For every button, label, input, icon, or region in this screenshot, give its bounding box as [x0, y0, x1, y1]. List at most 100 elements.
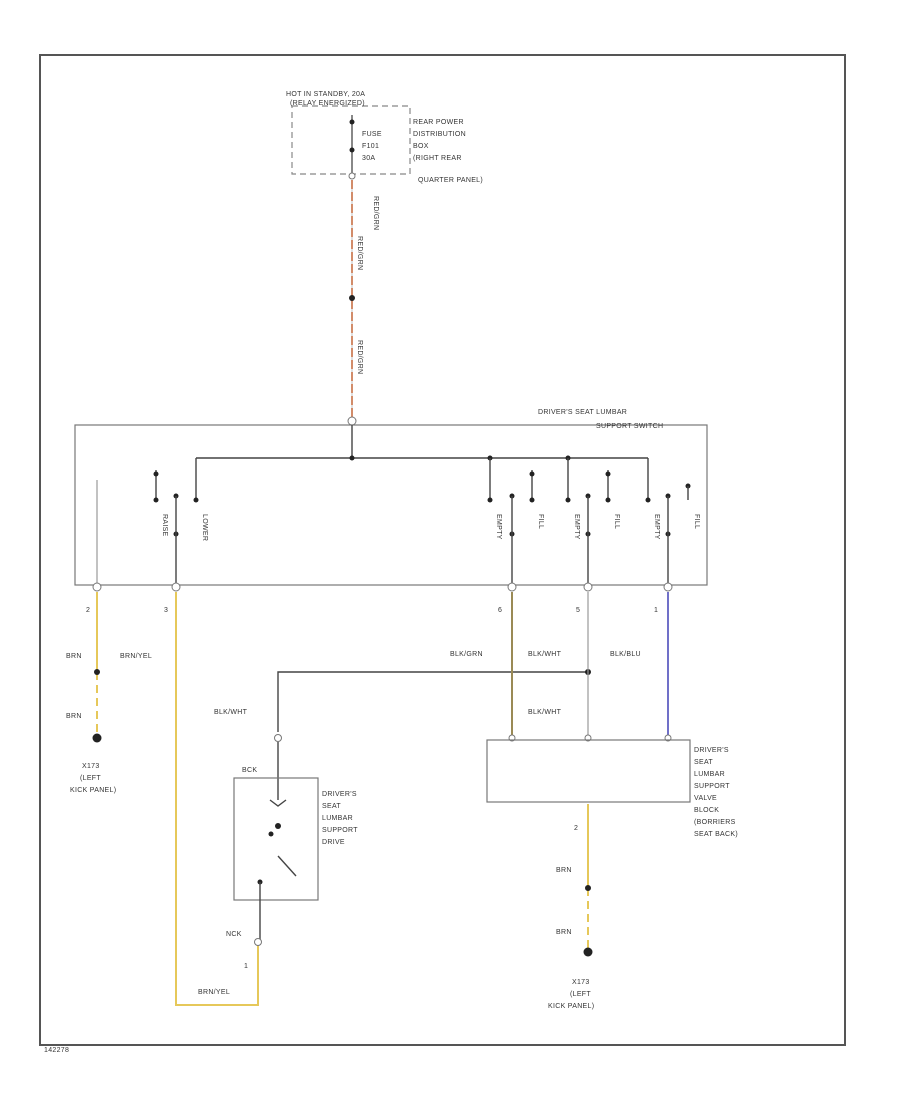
left-ground-terminal-top: [94, 669, 100, 675]
contact-raise-top: [153, 471, 159, 477]
blk-wht-label-left: BLK/WHT: [214, 709, 248, 716]
switch-title-line2: SUPPORT SWITCH: [596, 423, 663, 430]
left-ground-line3: KICK PANEL): [70, 787, 116, 794]
blk-wht-motor-wire: [277, 671, 588, 732]
motor-contact-a: [275, 823, 281, 829]
switch-lower-label: LOWER: [201, 514, 208, 541]
fuse-label: FUSE: [362, 131, 382, 138]
switch-empty2-label: EMPTY: [573, 514, 580, 540]
contact-fill2-bot: [605, 497, 611, 503]
motor-contact-b: [268, 831, 274, 837]
blk-blu-label: BLK/BLU: [610, 651, 641, 658]
rear-dist-line3: BOX: [413, 143, 429, 150]
fuse-number: F101: [362, 143, 379, 150]
blk-wht-label-right: BLK/WHT: [528, 709, 562, 716]
blk-wht-label-top: BLK/WHT: [528, 651, 562, 658]
motor-label-5: DRIVE: [322, 839, 345, 846]
pin-5-label: 5: [576, 607, 580, 614]
rear-dist-line1: REAR POWER: [413, 119, 464, 126]
switch-pin-5: [583, 582, 593, 592]
pin-6-label: 6: [498, 607, 502, 614]
fuse-amperage: 30A: [362, 155, 375, 162]
right-ground-line3: KICK PANEL): [548, 1003, 594, 1010]
switch-pin-6: [507, 582, 517, 592]
contact-empty3: [645, 497, 651, 503]
rear-dist-line2: DISTRIBUTION: [413, 131, 466, 138]
hot-in-label: HOT IN STANDBY, 20A: [286, 91, 365, 98]
contact-lower-top: [193, 497, 199, 503]
brn-yel-label-top: BRN/YEL: [120, 653, 152, 660]
switch-pin-3: [171, 582, 181, 592]
fuse-connector: [348, 172, 356, 180]
contact-empty1: [487, 497, 493, 503]
valve-label-3: LUMBAR: [694, 771, 725, 778]
switch-pin-1: [663, 582, 673, 592]
motor-label-2: SEAT: [322, 803, 341, 810]
valve-label-2: SEAT: [694, 759, 713, 766]
diagram-frame: [39, 54, 846, 1046]
valve-pin-label: 2: [574, 825, 578, 832]
left-ground-point: [92, 733, 102, 743]
lumbar-switch-box: [74, 424, 708, 586]
valve-label-7: (BORRIERS: [694, 819, 736, 826]
switch-title-line1: DRIVER'S SEAT LUMBAR: [538, 409, 627, 416]
switch-pin-2: [92, 582, 102, 592]
lumbar-drive-motor-box: [233, 777, 319, 901]
brn-label-left-bot: BRN: [66, 713, 82, 720]
switch-contacts: [96, 470, 691, 585]
valve-label-6: BLOCK: [694, 807, 719, 814]
motor-pin-bottom: [254, 938, 262, 946]
brn-label-right-top: BRN: [556, 867, 572, 874]
motor-pin-top: [274, 734, 282, 742]
right-ground-line2: (LEFT: [570, 991, 591, 998]
switch-fill1-label: FILL: [537, 514, 544, 529]
pin-3-label: 3: [164, 607, 168, 614]
fuse-terminal-mid: [349, 147, 355, 153]
switch-empty1-label: EMPTY: [495, 514, 502, 540]
brn-yel-wire: [175, 592, 259, 1006]
switch-raise-label: RAISE: [161, 514, 168, 537]
relay-label: (RELAY ENERGIZED): [290, 100, 365, 107]
valve-label-5: VALVE: [694, 795, 717, 802]
motor-label-1: DRIVER'S: [322, 791, 357, 798]
motor-pin-top-label: BCK: [242, 767, 257, 774]
figure-id: 142278: [44, 1047, 69, 1054]
left-ground-line2: (LEFT: [80, 775, 101, 782]
motor-pin-1-label: 1: [244, 963, 248, 970]
red-wire-label-top: RED/GRN: [372, 196, 379, 230]
right-ground-point: [583, 947, 593, 957]
rear-dist-line5: QUARTER PANEL): [418, 177, 483, 184]
rear-dist-line4: (RIGHT REAR: [413, 155, 462, 162]
switch-feed-pin: [347, 416, 357, 426]
motor-switch-symbol: [257, 799, 297, 940]
right-ground-line1: X173: [572, 979, 590, 986]
blk-grn-label: BLK/GRN: [450, 651, 483, 658]
contact-fill1-bot: [529, 497, 535, 503]
red-wire-label-low: RED/GRN: [356, 340, 363, 374]
valve-block-box: [486, 739, 691, 803]
contact-fill2-top: [605, 471, 611, 477]
fuse-box: [291, 105, 411, 175]
contact-raise-bot: [153, 497, 159, 503]
brn-yel-label-bottom: BRN/YEL: [198, 989, 230, 996]
switch-empty3-label: EMPTY: [653, 514, 660, 540]
contact-empty2: [565, 497, 571, 503]
valve-label-8: SEAT BACK): [694, 831, 738, 838]
bus-junction-1: [349, 455, 355, 461]
left-ground-line1: X173: [82, 763, 100, 770]
right-ground-terminal-top: [585, 885, 591, 891]
motor-pin-bottom-label: NCK: [226, 931, 242, 938]
splice-dot: [349, 295, 355, 301]
switch-fill2-label: FILL: [613, 514, 620, 529]
motor-switch-arm: [277, 855, 297, 877]
brn-label-right-bot: BRN: [556, 929, 572, 936]
fuse-terminal-top: [349, 119, 355, 125]
contact-fill1-top: [529, 471, 535, 477]
motor-label-4: SUPPORT: [322, 827, 358, 834]
motor-contact-arc: [269, 799, 287, 807]
switch-fill3-label: FILL: [693, 514, 700, 529]
brn-label-left-top: BRN: [66, 653, 82, 660]
red-wire-label-mid: RED/GRN: [356, 236, 363, 270]
valve-label-4: SUPPORT: [694, 783, 730, 790]
